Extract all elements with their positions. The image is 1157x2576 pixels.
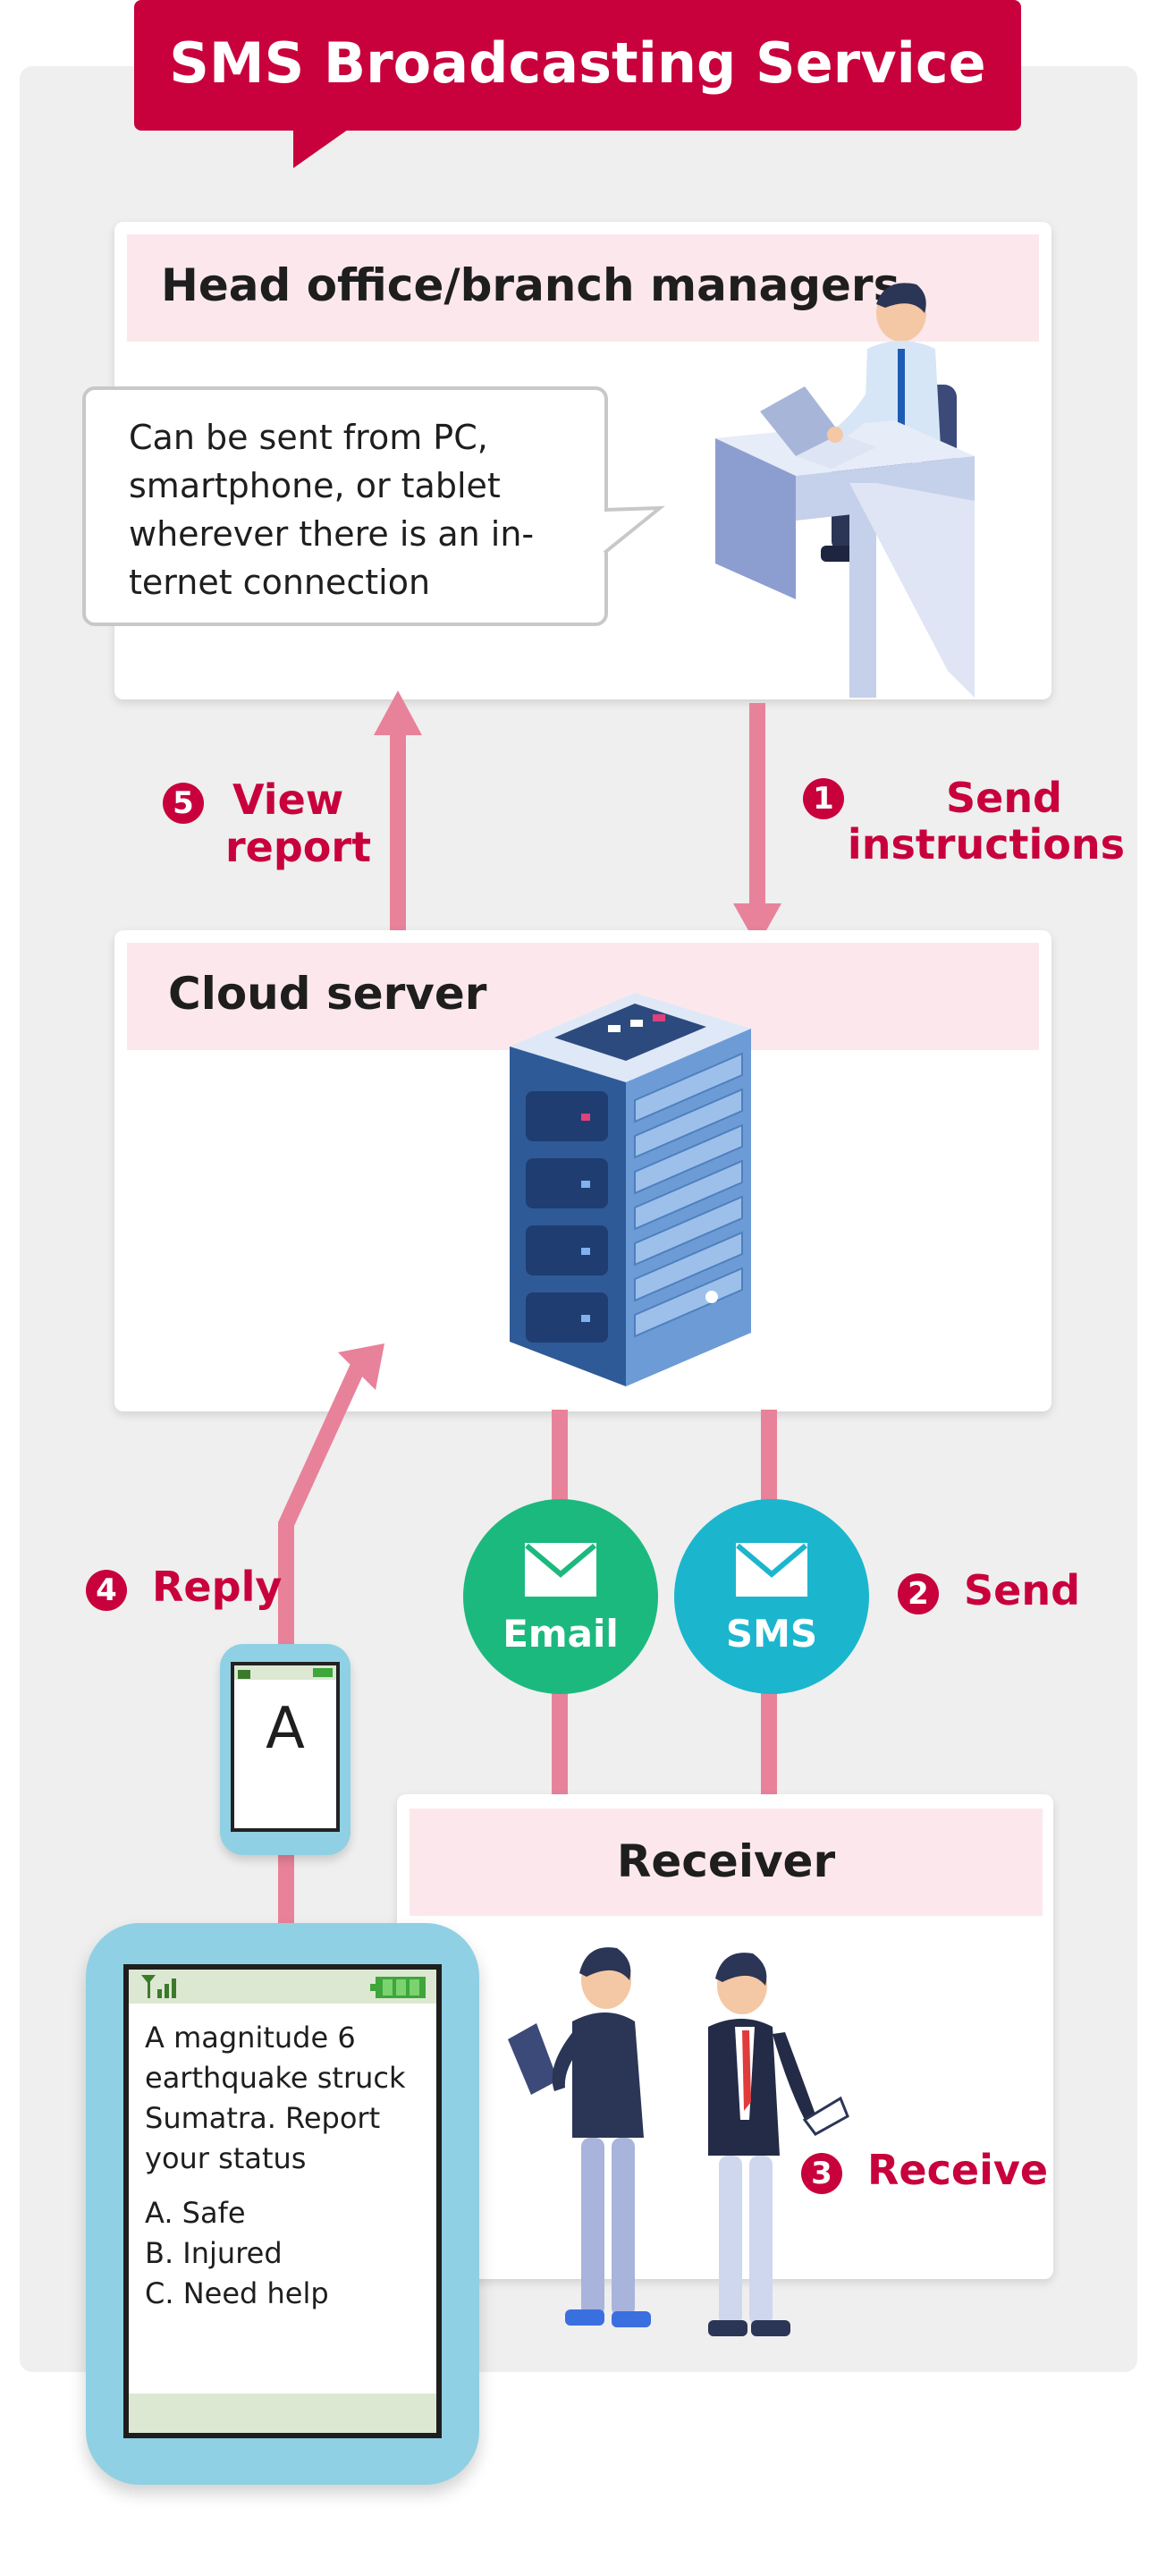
- email-channel: Email: [463, 1499, 658, 1694]
- step-5-text-line1: View: [232, 775, 344, 824]
- step-4-number: 4: [86, 1569, 127, 1611]
- bubble-line: wherever there is an in-: [129, 514, 535, 554]
- info-bubble: [82, 386, 608, 626]
- envelope-icon: [736, 1543, 807, 1597]
- step-5-text-line2: report: [225, 822, 372, 871]
- big-phone-bottom-bar: [129, 2394, 436, 2433]
- step-1-number: 1: [803, 778, 844, 819]
- message-line: Sumatra. Report: [145, 2101, 381, 2135]
- option-injured: B. Injured: [145, 2236, 283, 2270]
- small-phone-reply: A: [266, 1696, 305, 1762]
- bubble-text: Can be sent from PC, smartphone, or tabl…: [129, 413, 594, 606]
- small-phone-screen: A: [231, 1662, 340, 1832]
- signal-icon: [238, 1670, 250, 1679]
- step-4-text: Reply: [152, 1563, 283, 1611]
- people-icon: [508, 1947, 849, 2336]
- small-phone-status-bar: [234, 1665, 336, 1680]
- step-3-text: Receive: [867, 2146, 1049, 2194]
- big-phone-status-bar: [129, 1970, 436, 2004]
- step-3-label: 3 Receive: [801, 2147, 1051, 2194]
- cloud-server-label: Cloud server: [168, 968, 487, 1020]
- step-3-number: 3: [801, 2152, 842, 2194]
- option-safe: A. Safe: [145, 2196, 246, 2230]
- sms-label: SMS: [725, 1612, 818, 1656]
- option-need-help: C. Need help: [145, 2276, 329, 2310]
- server-icon: [510, 993, 751, 1386]
- sms-channel: SMS: [674, 1499, 869, 1694]
- big-phone-message: A magnitude 6 earthquake struck Sumatra.…: [129, 2004, 436, 2179]
- step-4-label: 4 Reply: [86, 1563, 318, 1611]
- battery-icon: [370, 1977, 426, 1998]
- message-line: earthquake struck: [145, 2061, 406, 2095]
- head-office-label: Head office/branch managers: [161, 259, 900, 311]
- signal-icon: [141, 1975, 176, 1998]
- receiver-label: Receiver: [616, 1835, 836, 1887]
- message-line: your status: [145, 2141, 307, 2175]
- step-1-text-line2: instructions: [847, 820, 1125, 869]
- bubble-line: smartphone, or tablet: [129, 466, 501, 505]
- envelope-icon: [525, 1543, 596, 1597]
- arrows-top: [374, 691, 781, 948]
- step-5-number: 5: [163, 782, 204, 824]
- bubble-pointer: [603, 505, 665, 555]
- step-5-label: 5 View report: [163, 775, 372, 871]
- message-line: A magnitude 6: [145, 2021, 356, 2055]
- bubble-line: ternet connection: [129, 563, 431, 602]
- step-1-label: 1 Send instructions: [803, 775, 1125, 868]
- email-label: Email: [502, 1612, 619, 1656]
- step-1-text-line1: Send: [945, 774, 1062, 822]
- page-title: SMS Broadcasting Service: [134, 0, 1021, 131]
- receiver-band: [410, 1809, 1043, 1916]
- step-2-number: 2: [898, 1572, 939, 1614]
- desk-worker-icon: [715, 283, 975, 698]
- bubble-line: Can be sent from PC,: [129, 418, 488, 457]
- step-2-text: Send: [964, 1566, 1081, 1614]
- title-pointer: [293, 125, 354, 168]
- big-phone-screen: A magnitude 6 earthquake struck Sumatra.…: [123, 1964, 442, 2438]
- battery-icon: [313, 1668, 333, 1677]
- step-2-label: 2 Send: [898, 1567, 1130, 1614]
- big-phone-options: A. Safe B. Injured C. Need help: [129, 2179, 436, 2314]
